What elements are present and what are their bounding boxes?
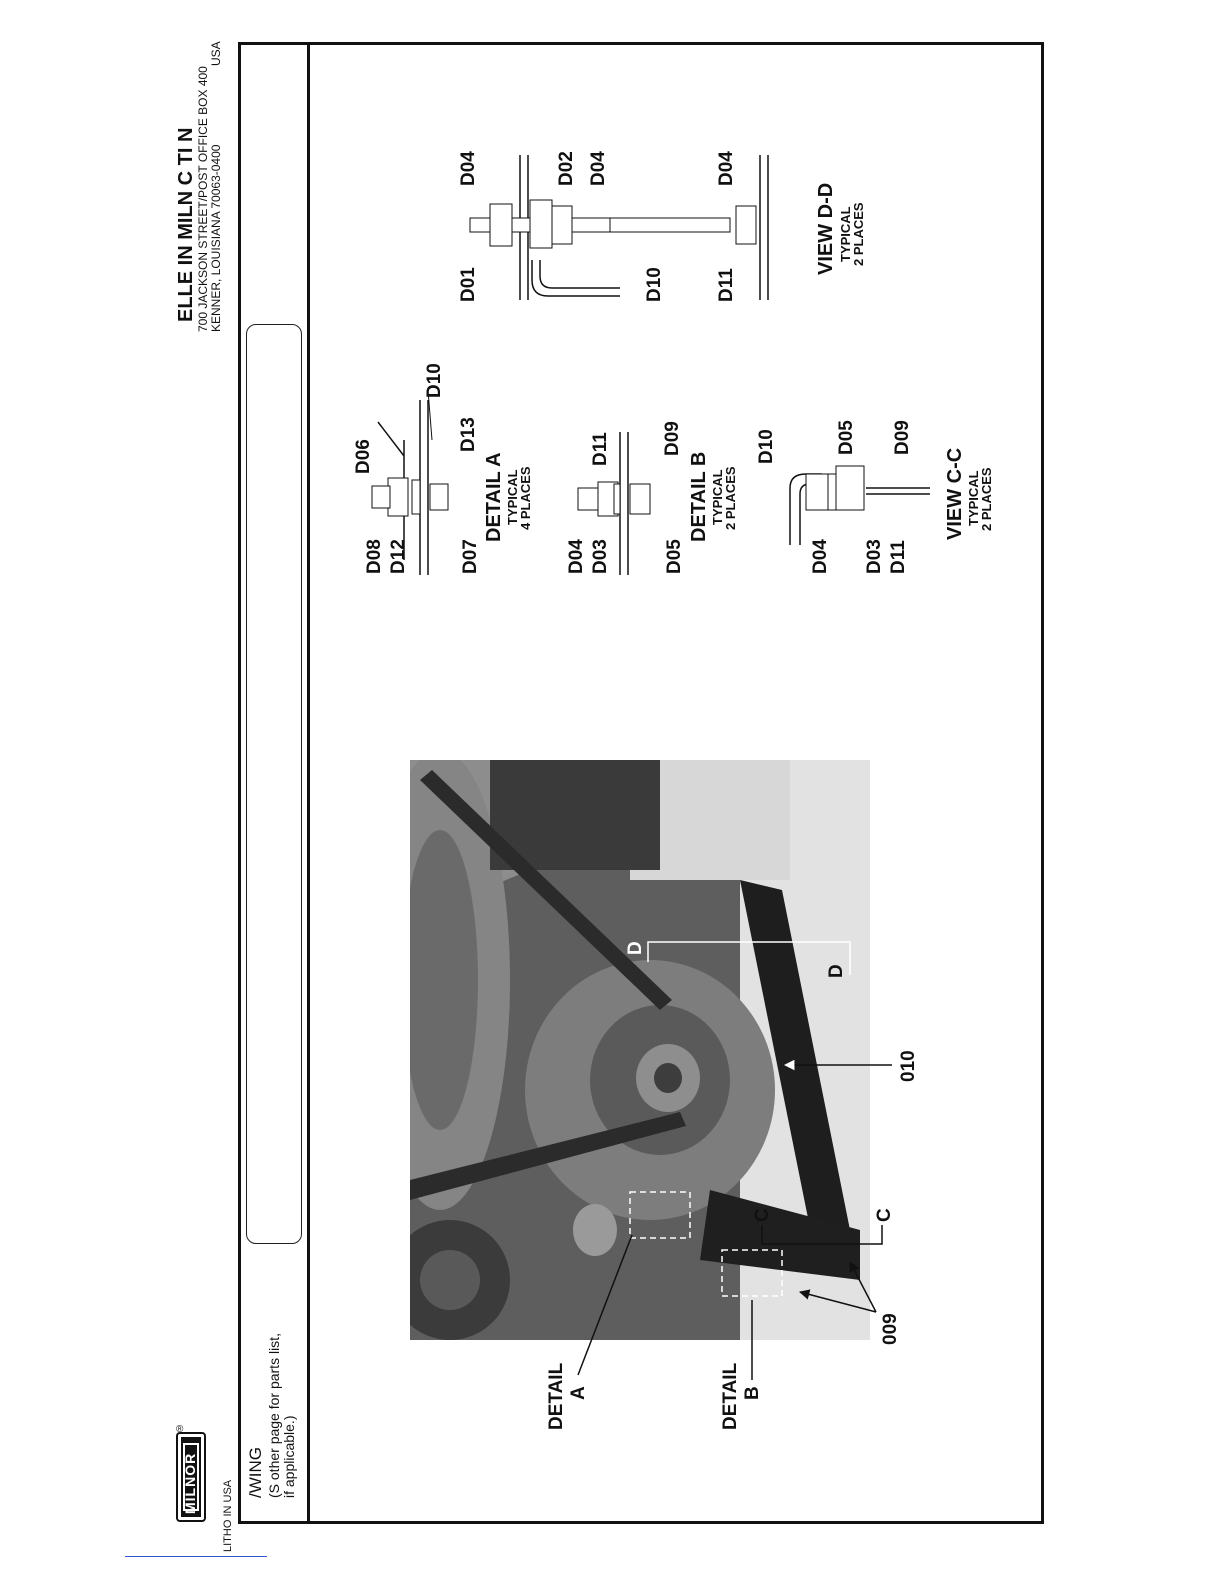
part-010-label: 010 xyxy=(898,1050,919,1082)
detail-a-title: DETAIL A xyxy=(483,452,505,542)
detail-b-d03: D03 xyxy=(590,539,611,574)
detail-a-callout: DETAIL xyxy=(546,1362,567,1430)
bottom-link-underline xyxy=(125,1556,267,1557)
section-d-marker-1: D xyxy=(625,941,646,955)
title-strip xyxy=(238,42,310,1524)
detail-a-d07: D07 xyxy=(460,539,481,574)
view-dd-d04-right: D04 xyxy=(716,151,737,186)
detail-b-d05: D05 xyxy=(664,539,685,574)
view-cc-title: VIEW C-C xyxy=(944,447,966,540)
view-cc-d09: D09 xyxy=(892,420,913,455)
assembly-photo-graphic xyxy=(410,760,870,1340)
view-cc-d05: D05 xyxy=(836,420,857,455)
detail-b-drawing xyxy=(577,432,651,575)
detail-b-places: 2 PLACES xyxy=(723,466,738,530)
view-dd-places: 2 PLACES xyxy=(851,202,866,266)
view-dd-d01: D01 xyxy=(458,267,479,302)
detail-a-d13: D13 xyxy=(458,417,479,452)
detail-a-d10: D10 xyxy=(424,363,445,398)
view-dd-drawing xyxy=(469,155,769,300)
view-dd-d10: D10 xyxy=(644,267,665,302)
view-cc-drawing xyxy=(789,465,930,545)
section-c-marker-1: C xyxy=(752,1208,773,1222)
detail-a-drawing xyxy=(371,389,449,575)
section-d-marker-2: D xyxy=(826,964,847,978)
assembly-photo xyxy=(410,760,870,1340)
detail-a-d06: D06 xyxy=(353,439,374,474)
detail-b-d09: D09 xyxy=(662,421,683,456)
milnor-logo: MILNOR xyxy=(176,1432,206,1522)
detail-b-d11: D11 xyxy=(590,432,611,466)
view-cc-d10: D10 xyxy=(756,429,777,464)
registered-mark: ® xyxy=(176,1424,184,1435)
detail-b-d04: D04 xyxy=(566,539,587,574)
milnor-logo-graphic xyxy=(176,1432,206,1522)
drawing-frame xyxy=(238,42,1044,1524)
view-dd-d04-mid: D04 xyxy=(588,151,609,186)
detail-b-callout: DETAIL xyxy=(720,1362,741,1430)
part-009-label: 009 xyxy=(880,1313,901,1345)
view-dd-d02: D02 xyxy=(556,151,577,186)
view-cc-places: 2 PLACES xyxy=(979,467,994,531)
section-c-marker-2: C xyxy=(874,1208,895,1222)
view-dd-d04-top: D04 xyxy=(458,151,479,186)
title-box xyxy=(246,324,302,1244)
view-dd-d11: D11 xyxy=(716,268,737,302)
detail-a-places: 4 PLACES xyxy=(518,466,533,530)
detail-b-title: DETAIL B xyxy=(688,451,710,542)
view-cc-d11: D11 xyxy=(888,540,909,574)
view-dd-title: VIEW D-D xyxy=(815,182,837,275)
detail-a-d08: D08 xyxy=(364,539,385,574)
detail-a-callout-letter: A xyxy=(568,1386,589,1400)
detail-a-d12: D12 xyxy=(388,539,409,574)
view-cc-d04: D04 xyxy=(810,539,831,574)
view-cc-d03: D03 xyxy=(864,539,885,574)
detail-b-callout-letter: B xyxy=(742,1386,763,1400)
